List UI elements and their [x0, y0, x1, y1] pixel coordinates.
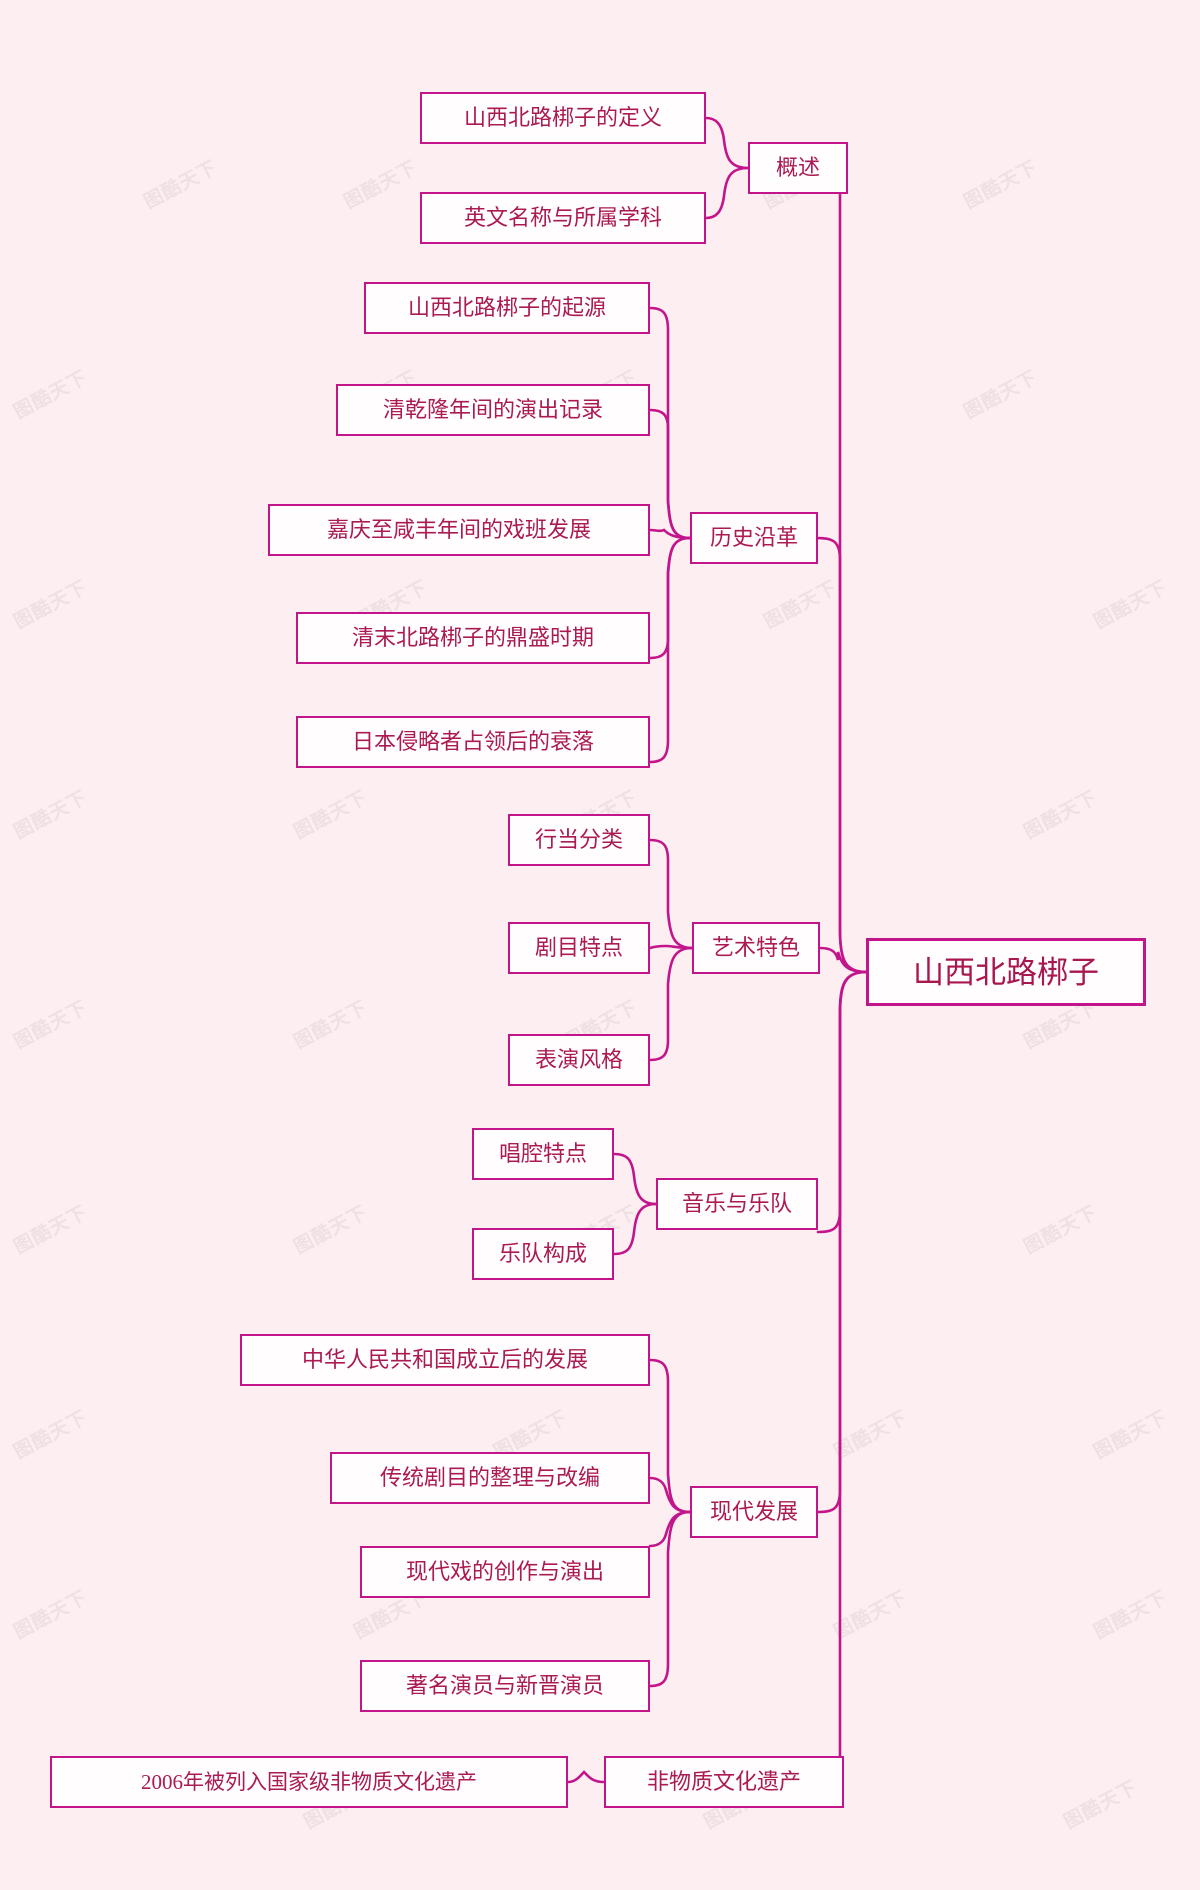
link-lishi-c3 — [648, 528, 692, 540]
link-xiandai-c2 — [648, 1476, 692, 1514]
watermark: 图酷天下 — [10, 787, 92, 844]
leaf-node[interactable]: 现代戏的创作与演出 — [360, 1546, 650, 1598]
link-yinyue-c2 — [612, 1202, 658, 1256]
link-root-gaishu — [814, 166, 868, 974]
link-root-yinyue — [816, 970, 868, 1234]
leaf-node[interactable]: 山西北路梆子的起源 — [364, 282, 650, 334]
leaf-node[interactable]: 英文名称与所属学科 — [420, 192, 706, 244]
leaf-node[interactable]: 中华人民共和国成立后的发展 — [240, 1334, 650, 1386]
watermark: 图酷天下 — [960, 367, 1042, 424]
link-feiwuzhi-c1 — [566, 1770, 606, 1784]
link-yishu-c3 — [648, 946, 694, 1062]
watermark: 图酷天下 — [1020, 787, 1102, 844]
watermark: 图酷天下 — [10, 997, 92, 1054]
link-root-xiandai — [816, 970, 868, 1514]
watermark: 图酷天下 — [290, 1202, 372, 1259]
leaf-node[interactable]: 2006年被列入国家级非物质文化遗产 — [50, 1756, 568, 1808]
leaf-node[interactable]: 表演风格 — [508, 1034, 650, 1086]
link-xiandai-c3 — [648, 1510, 692, 1548]
watermark: 图酷天下 — [830, 1587, 912, 1644]
watermark: 图酷天下 — [1020, 1202, 1102, 1259]
leaf-node[interactable]: 日本侵略者占领后的衰落 — [296, 716, 650, 768]
leaf-node[interactable]: 剧目特点 — [508, 922, 650, 974]
link-lishi-c1 — [648, 306, 692, 540]
watermark: 图酷天下 — [1060, 1777, 1142, 1834]
watermark: 图酷天下 — [760, 577, 842, 634]
watermark: 图酷天下 — [290, 997, 372, 1054]
watermark: 图酷天下 — [290, 787, 372, 844]
leaf-node[interactable]: 山西北路梆子的定义 — [420, 92, 706, 144]
branch-node-gaishu[interactable]: 概述 — [748, 142, 848, 194]
branch-node-xiandai[interactable]: 现代发展 — [690, 1486, 818, 1538]
watermark: 图酷天下 — [1090, 1407, 1172, 1464]
leaf-node[interactable]: 著名演员与新晋演员 — [360, 1660, 650, 1712]
leaf-node[interactable]: 唱腔特点 — [472, 1128, 614, 1180]
link-yishu-c2 — [648, 944, 694, 950]
link-yishu-c1 — [648, 838, 694, 950]
watermark: 图酷天下 — [1090, 577, 1172, 634]
link-xiandai-c1 — [648, 1358, 692, 1514]
link-root-feiwuzhi — [818, 970, 868, 1784]
link-gaishu-c1 — [704, 116, 750, 170]
branch-node-lishi[interactable]: 历史沿革 — [690, 512, 818, 564]
watermark: 图酷天下 — [10, 1587, 92, 1644]
link-yinyue-c1 — [612, 1152, 658, 1206]
watermark: 图酷天下 — [10, 1202, 92, 1259]
watermark: 图酷天下 — [340, 157, 422, 214]
leaf-node[interactable]: 乐队构成 — [472, 1228, 614, 1280]
watermark: 图酷天下 — [140, 157, 222, 214]
watermark: 图酷天下 — [10, 577, 92, 634]
watermark: 图酷天下 — [1090, 1587, 1172, 1644]
link-xiandai-c4 — [648, 1510, 692, 1688]
link-root-yishu — [818, 946, 868, 974]
branch-node-yinyue[interactable]: 音乐与乐队 — [656, 1178, 818, 1230]
link-gaishu-c2 — [704, 166, 750, 220]
branch-node-yishu[interactable]: 艺术特色 — [692, 922, 820, 974]
link-lishi-c5 — [648, 536, 692, 764]
leaf-node[interactable]: 清乾隆年间的演出记录 — [336, 384, 650, 436]
link-root-lishi — [814, 536, 868, 974]
link-lishi-c4 — [648, 536, 692, 660]
watermark: 图酷天下 — [960, 157, 1042, 214]
link-lishi-c2 — [648, 408, 692, 540]
branch-node-feiwuzhi[interactable]: 非物质文化遗产 — [604, 1756, 844, 1808]
watermark: 图酷天下 — [10, 367, 92, 424]
leaf-node[interactable]: 嘉庆至咸丰年间的戏班发展 — [268, 504, 650, 556]
leaf-node[interactable]: 行当分类 — [508, 814, 650, 866]
watermark: 图酷天下 — [830, 1407, 912, 1464]
watermark: 图酷天下 — [10, 1407, 92, 1464]
leaf-node[interactable]: 传统剧目的整理与改编 — [330, 1452, 650, 1504]
leaf-node[interactable]: 清末北路梆子的鼎盛时期 — [296, 612, 650, 664]
root-node[interactable]: 山西北路梆子 — [866, 938, 1146, 1006]
